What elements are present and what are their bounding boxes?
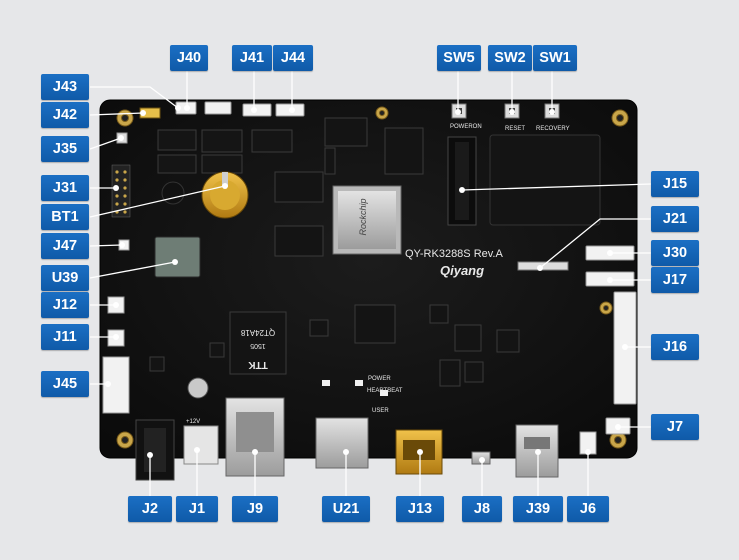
leds [322, 380, 388, 396]
recovery-silkscreen: RECOVERY [536, 126, 570, 132]
label-u21: U21 [322, 496, 370, 522]
label-j11: J11 [41, 324, 89, 350]
label-j17: J17 [651, 267, 699, 293]
buzzer [161, 181, 185, 205]
mounting-holes [116, 106, 629, 449]
label-j30: J30 [651, 240, 699, 266]
coin-battery [201, 171, 249, 219]
label-sw2: SW2 [488, 45, 532, 71]
label-bt1: BT1 [41, 204, 89, 230]
left-headers [111, 164, 131, 218]
user-silkscreen: USER [372, 408, 389, 414]
label-j15: J15 [651, 171, 699, 197]
label-j43: J43 [41, 74, 89, 100]
power-terminal [183, 425, 219, 465]
label-j21: J21 [651, 206, 699, 232]
label-j44: J44 [273, 45, 313, 71]
label-j13: J13 [396, 496, 444, 522]
poweron-silkscreen: POWERON [450, 124, 482, 130]
ethernet-chip: QT24A18 1505 TTK [229, 311, 287, 375]
label-j8: J8 [462, 496, 502, 522]
label-j47: J47 [41, 233, 89, 259]
label-j16: J16 [651, 334, 699, 360]
pmic-ics [149, 304, 520, 387]
capacitor [187, 377, 209, 399]
plus12v-silkscreen: +12V [186, 419, 200, 425]
label-sw5: SW5 [437, 45, 481, 71]
mini-pcie-slot [447, 136, 477, 226]
label-j9: J9 [232, 496, 278, 522]
rj45-jack [225, 397, 285, 477]
label-j45: J45 [41, 371, 89, 397]
dc-jack [135, 419, 175, 481]
leader-lines [89, 68, 652, 496]
label-j7: J7 [651, 414, 699, 440]
small-ics [157, 129, 293, 174]
label-j31: J31 [41, 175, 89, 201]
label-j12: J12 [41, 292, 89, 318]
label-j39: J39 [513, 496, 563, 522]
board-model: QY-RK3288S Rev.A [405, 248, 503, 260]
heartbeat-silkscreen: HEARTBEAT [367, 388, 403, 394]
net-chip-lot: 1505 [250, 342, 266, 349]
sd-card-slot [315, 417, 369, 469]
memory-chips [274, 117, 424, 257]
right-connectors [585, 245, 637, 435]
m2-area [489, 134, 601, 226]
brand-logo-text: Qiyang [440, 263, 484, 278]
wifi-module [154, 236, 201, 278]
net-chip-code: QT24A18 [240, 328, 275, 337]
label-j40: J40 [170, 45, 208, 71]
label-j1: J1 [176, 496, 218, 522]
power-silkscreen: POWER [368, 376, 391, 382]
net-chip-brand: TTK [248, 359, 268, 370]
label-j2: J2 [128, 496, 172, 522]
label-j35: J35 [41, 136, 89, 162]
label-sw1: SW1 [533, 45, 577, 71]
soc-chip: Rockchip [332, 185, 402, 255]
leader-dots [105, 105, 628, 463]
reset-silkscreen: RESET [505, 126, 525, 132]
soc-brand: Rockchip [358, 198, 368, 235]
label-j41: J41 [232, 45, 272, 71]
label-u39: U39 [41, 265, 89, 291]
label-j6: J6 [567, 496, 609, 522]
label-j42: J42 [41, 102, 89, 128]
